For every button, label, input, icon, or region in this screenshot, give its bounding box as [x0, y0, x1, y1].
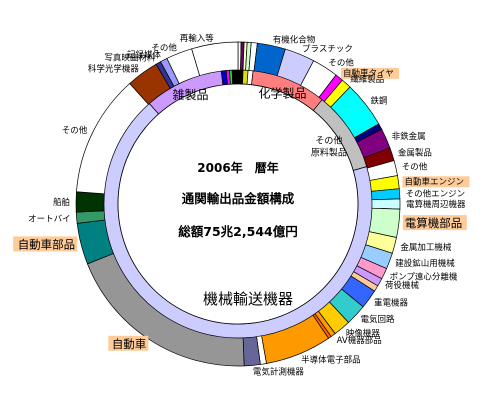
outer-label-金属加工機械-19: 金属加工機械 — [400, 242, 452, 253]
outer-label-金属製品-13: 金属製品 — [398, 147, 432, 158]
chart-center: 2006年 暦年 通関輸出品金額構成 総額75兆2,544億円 — [117, 83, 359, 325]
label-highlight-電算機部品-18 — [402, 215, 467, 231]
outer-label-その他-40: その他 — [151, 43, 177, 54]
outer-label-自動車部品-33: 自動車部品 — [18, 237, 76, 251]
outer-label-AV機器部品-27: AV機器部品 — [337, 335, 382, 346]
outer-label-荷役機械-22: 荷役機械 — [385, 280, 420, 291]
outer-label-鉄鋼-10: 鉄鋼 — [370, 96, 387, 107]
inner-label-雑製品-6: 雑製品 — [172, 87, 208, 102]
outer-label-科学光学機器-37: 科学光学機器 — [88, 63, 140, 74]
outer-label-記録媒体-39: 記録媒体 — [127, 50, 162, 61]
outer-label-船舶-35: 船舶 — [53, 197, 70, 208]
outer-label-半導体電子部品-29: 半導体電子部品 — [301, 355, 361, 366]
outer-label-建設鉱山用機械-20: 建設鉱山用機械 — [395, 258, 455, 269]
outer-label-有機化合物-5: 有機化合物 — [273, 35, 316, 46]
outer-label-その他-14: その他 — [402, 162, 428, 173]
inner-ring — [103, 69, 373, 339]
outer-label-その他エンジン-16: その他エンジン — [406, 188, 466, 199]
outer-label-自動車タイヤ-8: 自動車タイヤ — [343, 68, 394, 79]
center-title-subject: 通関輸出品金額構成 — [182, 191, 295, 206]
inner-label-化学製品-3: 化学製品 — [259, 85, 307, 100]
outer-label-その他-7: その他 — [328, 57, 354, 68]
center-title-year: 2006年 暦年 — [197, 160, 278, 175]
inner-slice-10 — [231, 69, 239, 85]
label-highlight-自動車部品-33 — [13, 236, 78, 252]
segment-labels: 化学製品その他原料製品機械輸送機器雑製品有機化合物プラスチックその他自動車タイヤ… — [13, 33, 470, 377]
outer-label-電算機周辺機器-17: 電算機周辺機器 — [406, 199, 466, 210]
outer-label-電気回路-25: 電気回路 — [360, 314, 395, 325]
outer-label-繊維製品-9: 繊維製品 — [350, 74, 384, 85]
label-highlight-自動車タイヤ-8 — [340, 67, 399, 79]
outer-label-ポンプ遠心分離機-21: ポンプ遠心分離機 — [390, 271, 458, 282]
outer-label-電算機部品-18: 電算機部品 — [405, 216, 463, 230]
inner-label-機械輸送機器-5: 機械輸送機器 — [203, 290, 293, 308]
label-highlight-自動車-32 — [108, 335, 149, 351]
outer-label-電気計測機器-31: 電気計測機器 — [253, 366, 305, 377]
outer-label-プラスチック-6: プラスチック — [302, 45, 353, 55]
outer-label-自動車-32: 自動車 — [112, 337, 147, 351]
outer-label-自動車エンジン-15: 自動車エンジン — [404, 176, 464, 187]
inner-label-その他-原料製品-4-line-1: 原料製品 — [311, 146, 347, 158]
outer-label-再輸入等-41: 再輸入等 — [180, 33, 215, 44]
center-disc — [117, 83, 359, 325]
outer-label-映像機器-26: 映像機器 — [346, 328, 381, 339]
outer-label-写真映画材料-38: 写真映画材料 — [104, 53, 156, 64]
outer-label-その他-36: その他 — [62, 125, 88, 136]
center-title-total: 総額75兆2,544億円 — [178, 224, 297, 239]
outer-label-オートバイ-34: オートバイ — [28, 214, 71, 224]
outer-label-非鉄金属-12: 非鉄金属 — [392, 131, 426, 142]
label-highlight-自動車エンジン-15 — [402, 176, 470, 188]
inner-label-その他-原料製品-4-line-0: その他 — [315, 134, 342, 146]
outer-label-重電機器-24: 重電機器 — [374, 298, 409, 309]
